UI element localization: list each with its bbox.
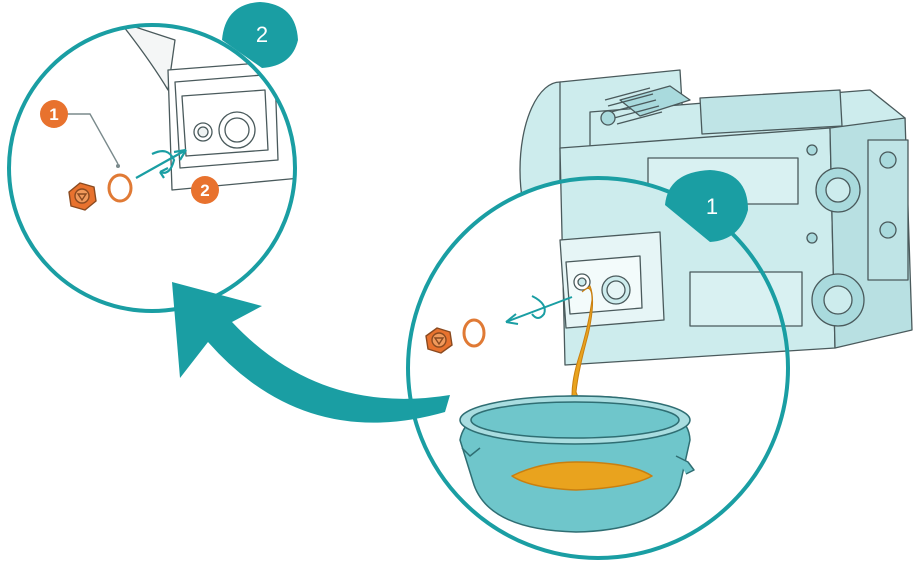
callout-badge-2-label: 2: [200, 181, 209, 200]
seal-ring-icon: [462, 318, 486, 348]
drain-tray-icon: [459, 395, 695, 533]
transition-arrow-icon: [172, 282, 450, 423]
step-1-badge-label: 1: [706, 194, 718, 219]
callout-badge-1: 1: [40, 100, 68, 128]
drain-plug-icon: [68, 182, 97, 211]
callout-leader: [66, 113, 119, 165]
callout-badge-1-label: 1: [49, 105, 58, 124]
callout-badge-2: 2: [191, 176, 219, 204]
step-1-badge: 1: [665, 170, 748, 242]
detail-circle-step-1: [406, 176, 790, 560]
seal-ring-icon: [107, 173, 133, 203]
drain-plug-icon: [425, 327, 453, 354]
step-2-badge-label: 2: [256, 22, 268, 47]
rotation-arrow-icon: [505, 295, 573, 325]
pointer-arrow-icon: [135, 148, 187, 179]
detail-circle-step-2: 1 2: [7, 23, 297, 313]
cooling-fins: [604, 87, 663, 125]
step-2-badge: 2: [222, 2, 298, 68]
